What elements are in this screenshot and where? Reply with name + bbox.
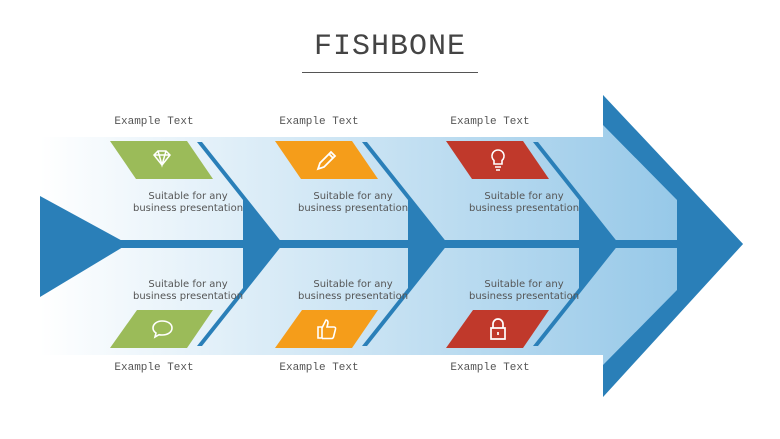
arrow-head (603, 95, 743, 397)
bone-bottom (197, 244, 283, 346)
icon-plate (275, 141, 378, 179)
icon-plate (446, 141, 549, 179)
page-title: FISHBONE (313, 30, 467, 64)
diamond-icon (152, 150, 172, 168)
bone-bottom (362, 244, 448, 346)
thumbs-up-icon (317, 319, 337, 340)
title-underline (302, 72, 478, 73)
bone-top (533, 142, 619, 244)
description-text: business presentation (132, 203, 244, 214)
bone-bottom (533, 244, 619, 346)
description-text: Suitable for any (148, 279, 228, 290)
example-text-label: Example Text (279, 362, 359, 374)
example-text-label: Example Text (450, 362, 530, 374)
example-text-label: Example Text (114, 362, 194, 374)
example-text-label: Example Text (450, 116, 530, 128)
description-text: business presentation (297, 291, 409, 302)
description-text: Suitable for any (313, 279, 393, 290)
description-text: Suitable for any (484, 279, 564, 290)
lightbulb-icon (491, 149, 505, 171)
example-text-label: Example Text (114, 116, 194, 128)
speech-bubble-icon (152, 320, 173, 339)
description-text: business presentation (297, 203, 409, 214)
bone-top (197, 142, 283, 244)
description-text: business presentation (468, 291, 580, 302)
tail (40, 196, 128, 297)
bone-top (362, 142, 448, 244)
icon-plate (110, 310, 213, 348)
icon-plate (110, 141, 213, 179)
description-text: Suitable for any (484, 191, 564, 202)
example-text-label: Example Text (279, 116, 359, 128)
description-text: business presentation (468, 203, 580, 214)
description-text: Suitable for any (313, 191, 393, 202)
description-text: business presentation (132, 291, 244, 302)
description-text: Suitable for any (148, 191, 228, 202)
icon-plate (446, 310, 549, 348)
lock-icon (490, 318, 506, 340)
pencil-icon (316, 150, 337, 171)
icon-plate (275, 310, 378, 348)
